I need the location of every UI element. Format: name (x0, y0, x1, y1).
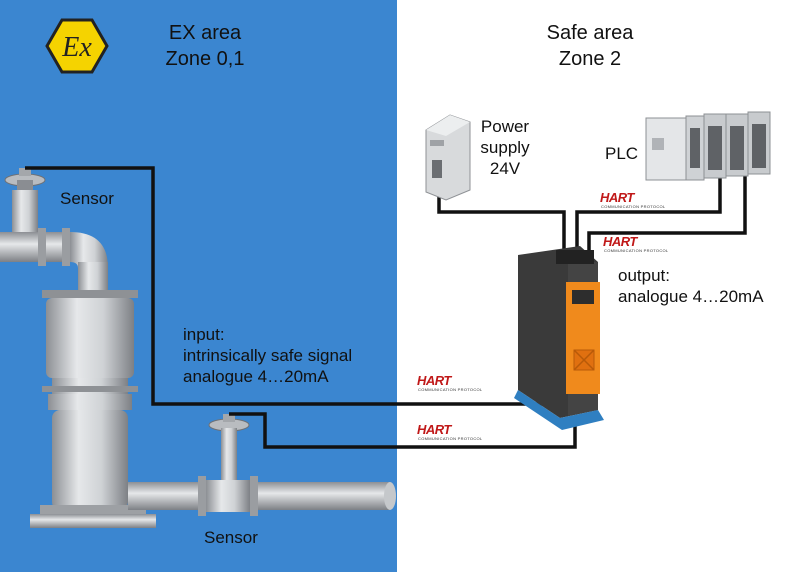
hart-logo-subtitle: COMMUNICATION PROTOCOL (418, 436, 483, 441)
ex-area-title: EX area Zone 0,1 (140, 20, 270, 72)
hart-logo-subtitle: COMMUNICATION PROTOCOL (418, 387, 483, 392)
hart-logo-icon: HART COMMUNICATION PROTOCOL (603, 234, 669, 256)
sensor-top-icon (4, 168, 46, 190)
input-line1: input: (183, 325, 225, 344)
sensor-bottom-icon (208, 414, 250, 480)
power-supply-line3: 24V (489, 159, 521, 178)
power-supply-line2: supply (480, 138, 530, 157)
sensor-top-label: Sensor (60, 189, 114, 208)
hart-logo-text: HART (600, 190, 634, 205)
safe-area-line2: Zone 2 (558, 48, 622, 70)
safe-area-title: Safe area Zone 2 (525, 20, 655, 72)
pipeline-illustration (0, 190, 396, 528)
input-label: input: intrinsically safe signal analogu… (183, 324, 352, 387)
hart-logo-text: HART (603, 234, 637, 249)
plc-icon (645, 111, 771, 181)
ex-hazard-icon: Ex (45, 18, 109, 74)
output-label: output: analogue 4…20mA (618, 265, 764, 307)
ex-area-line2: Zone 0,1 (165, 48, 245, 70)
ex-area-line1: EX area (168, 22, 242, 44)
signal-wiring (25, 166, 747, 449)
output-line1: output: (618, 266, 670, 285)
plc-label: PLC (605, 144, 639, 163)
input-line2: intrinsically safe signal (183, 346, 353, 365)
safe-area-line1: Safe area (546, 22, 634, 44)
svg-text:Ex: Ex (61, 32, 92, 63)
hart-logo-text: HART (417, 373, 451, 388)
hart-logo-text: HART (417, 422, 451, 437)
hart-logo-icon: HART COMMUNICATION PROTOCOL (600, 190, 666, 212)
power-supply-line1: Power (480, 117, 530, 136)
hart-logo-icon: HART COMMUNICATION PROTOCOL (417, 422, 483, 444)
output-line2: analogue 4…20mA (618, 287, 764, 306)
hart-logo-icon: HART COMMUNICATION PROTOCOL (417, 373, 483, 395)
hart-logo-subtitle: COMMUNICATION PROTOCOL (601, 204, 666, 209)
power-supply-label: Power supply 24V (475, 116, 535, 179)
sensor-bottom-label: Sensor (204, 528, 258, 547)
hart-logo-subtitle: COMMUNICATION PROTOCOL (604, 248, 669, 253)
input-line3: analogue 4…20mA (183, 367, 329, 386)
isolator-device-icon (514, 246, 604, 430)
power-supply-icon (425, 114, 471, 201)
